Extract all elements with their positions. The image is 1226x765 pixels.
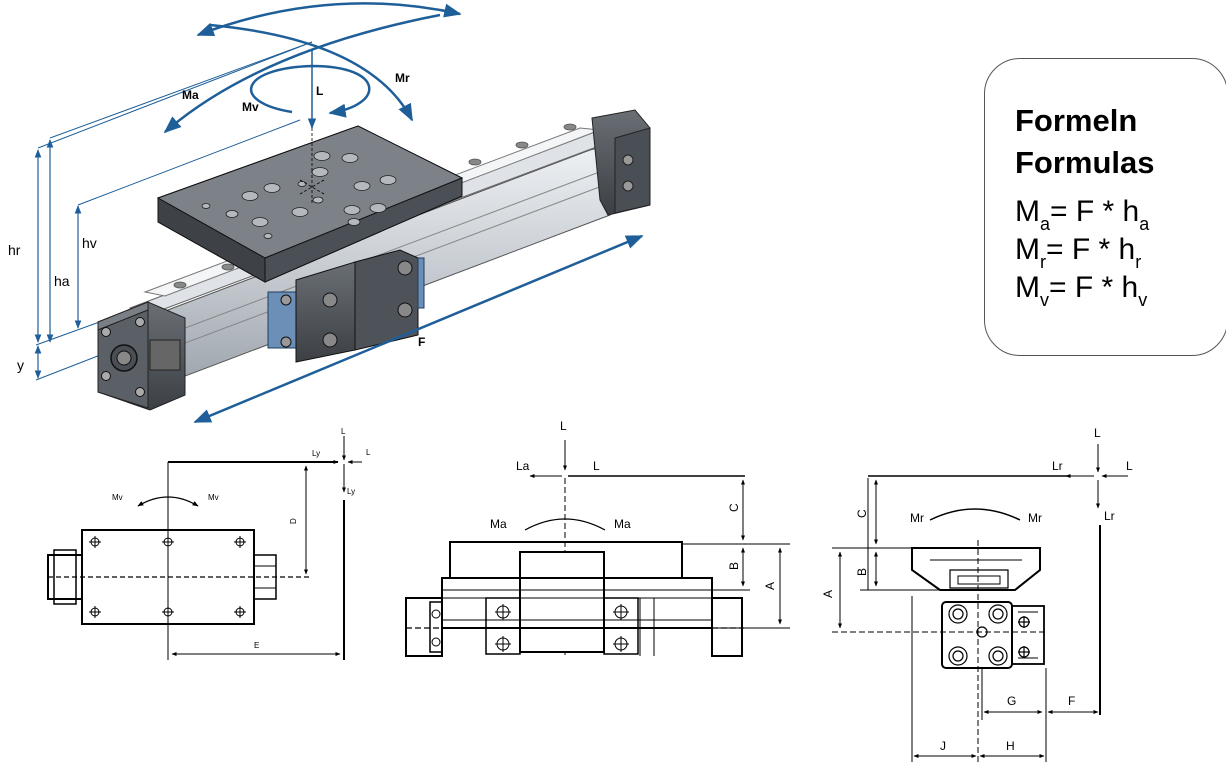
arc-mr xyxy=(209,23,414,122)
end-label-lr-left: Lr xyxy=(1052,459,1063,473)
label-f: F xyxy=(418,335,425,349)
end-label-lr-bottom: Lr xyxy=(1104,509,1115,523)
formula-ma-eq: = F * h xyxy=(1050,195,1140,228)
label-ly-top: Ly xyxy=(312,449,320,458)
label-hv: hv xyxy=(82,235,97,251)
label-d: D xyxy=(289,518,298,524)
left-end-cap xyxy=(97,301,186,411)
label-mv-right: Mv xyxy=(208,493,219,502)
formula-mr-rhs-sub: r xyxy=(1135,252,1142,272)
label-ly-bottom: Ly xyxy=(347,487,355,496)
iso-height-dimensions xyxy=(34,139,82,379)
formula-ma-lhs-sub: a xyxy=(1040,214,1051,234)
end-label-g: G xyxy=(1007,694,1016,708)
end-view-holes xyxy=(948,604,1030,666)
formula-mv-lhs-sub: v xyxy=(1040,290,1049,310)
end-label-c: C xyxy=(855,509,869,518)
label-l-load: L xyxy=(316,84,323,98)
formula-mv-rhs-sub: v xyxy=(1138,290,1148,310)
end-label-a: A xyxy=(821,590,835,598)
end-label-j: J xyxy=(940,739,946,753)
side-label-l-top: L xyxy=(560,419,567,433)
label-mr: Mr xyxy=(395,71,410,85)
label-mv: Mv xyxy=(242,100,259,114)
side-label-ma-left: Ma xyxy=(490,517,507,531)
side-view: L La L Ma Ma C B A xyxy=(405,419,790,657)
formula-mr-eq: = F * h xyxy=(1046,233,1136,266)
end-label-h: H xyxy=(1006,739,1015,753)
formula-title-en: Formulas xyxy=(1015,145,1155,180)
formula-mr-lhs: M xyxy=(1015,233,1040,266)
top-view: Mv Mv D E Ly L L Ly xyxy=(47,427,371,660)
side-label-b: B xyxy=(727,562,741,570)
arc-mv xyxy=(249,64,371,118)
isometric-view: hr ha hv y xyxy=(8,2,651,424)
formula-ma: Ma= F * ha xyxy=(1015,195,1150,234)
formula-mr: Mr= F * hr xyxy=(1015,233,1142,272)
force-arrow xyxy=(193,234,644,424)
side-label-a: A xyxy=(763,582,777,590)
label-l-top: L xyxy=(341,427,346,436)
formula-ma-rhs-sub: a xyxy=(1139,214,1150,234)
formula-mv-eq: = F * h xyxy=(1049,271,1139,304)
label-l-right: L xyxy=(366,448,371,457)
formula-mr-lhs-sub: r xyxy=(1040,252,1046,272)
side-view-holes xyxy=(431,604,629,652)
end-label-mr-right: Mr xyxy=(1028,511,1042,525)
label-y: y xyxy=(17,357,24,373)
label-e: E xyxy=(254,641,259,650)
side-label-l: L xyxy=(593,459,600,473)
end-label-l-top: L xyxy=(1094,426,1101,440)
side-label-ma-right: Ma xyxy=(614,517,631,531)
arc-top xyxy=(196,2,462,37)
right-end-cap xyxy=(591,109,651,216)
label-ha: ha xyxy=(54,273,70,289)
end-view: L Lr L Lr Mr Mr C B A G F J H xyxy=(821,426,1133,762)
label-mv-left: Mv xyxy=(112,493,123,502)
label-hr: hr xyxy=(8,242,21,258)
end-label-l-right: L xyxy=(1126,459,1133,473)
end-label-f: F xyxy=(1068,694,1075,708)
side-label-la: La xyxy=(516,459,530,473)
end-label-b: B xyxy=(855,568,869,576)
formula-box: Formeln Formulas Ma= F * ha Mr= F * hr M… xyxy=(984,58,1226,356)
formula-title-de: Formeln xyxy=(1015,103,1138,138)
formula-ma-lhs: M xyxy=(1015,195,1040,228)
formula-mv-lhs: M xyxy=(1015,271,1040,304)
top-view-holes xyxy=(89,536,246,618)
end-label-mr-left: Mr xyxy=(910,511,924,525)
label-ma: Ma xyxy=(182,88,199,102)
arc-ma xyxy=(163,13,441,134)
side-label-c: C xyxy=(727,503,741,512)
formula-mv: Mv= F * hv xyxy=(1015,271,1148,310)
